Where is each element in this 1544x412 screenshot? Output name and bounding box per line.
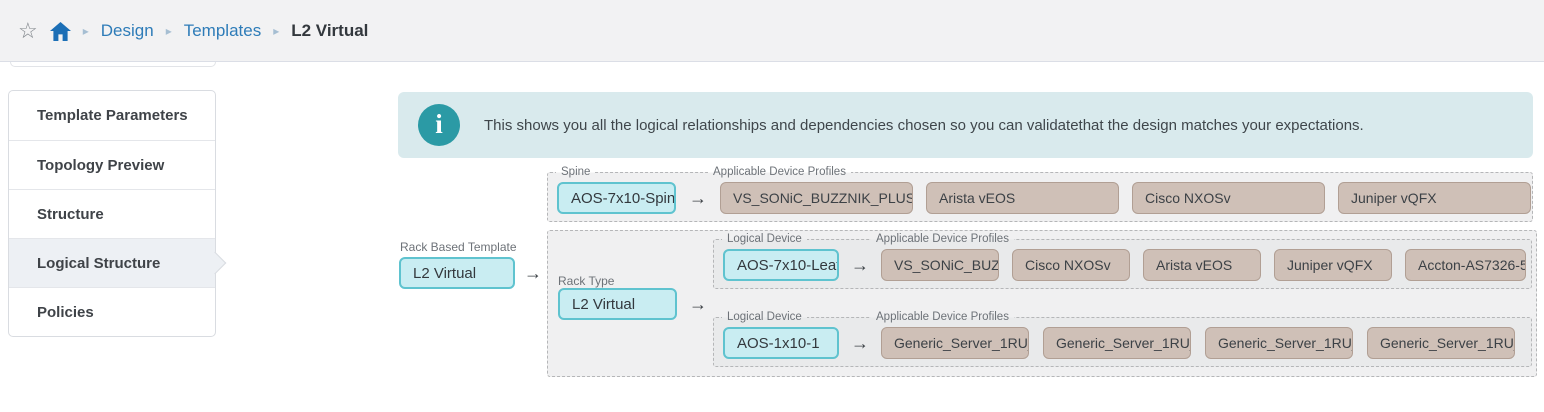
device-profile-chip[interactable]: VS_SONiC_BUZZNIK_PLUS xyxy=(720,182,913,214)
arrow-icon: → xyxy=(689,187,707,208)
arrow-icon: → xyxy=(851,332,869,353)
device-profile-chip[interactable]: Generic_Server_1RU_1x1... xyxy=(881,327,1029,359)
favorite-star-icon[interactable]: ☆ xyxy=(18,18,38,43)
spine-profiles-legend: Applicable Device Profiles xyxy=(708,165,851,180)
breadcrumb-link-templates[interactable]: Templates xyxy=(183,21,262,40)
device-profile-chip[interactable]: Juniper vQFX xyxy=(1338,182,1531,214)
info-banner-text: This shows you all the logical relations… xyxy=(484,116,1364,134)
info-banner: i This shows you all the logical relatio… xyxy=(398,92,1533,158)
spine-legend: Spine xyxy=(556,165,596,180)
logical-device-row: Logical Device Applicable Device Profile… xyxy=(713,310,1532,367)
home-icon[interactable] xyxy=(49,21,71,41)
sidebar-item-policies[interactable]: Policies xyxy=(9,287,215,336)
device-profile-chip[interactable]: Generic_Server_1RU_1x1... xyxy=(1043,327,1191,359)
sidebar-item-topology-preview[interactable]: Topology Preview xyxy=(9,140,215,189)
rack-type-label: Rack Type xyxy=(558,274,615,288)
device-profile-chip[interactable]: Accton-AS7326-5... xyxy=(1405,249,1526,281)
device-profile-chip[interactable]: Arista vEOS xyxy=(1143,249,1261,281)
rack-group: Rack Type L2 Virtual → Logical Device Ap… xyxy=(547,230,1537,377)
breadcrumb-separator-icon: ▸ xyxy=(165,24,172,38)
device-profile-chip[interactable]: Cisco NXOSv xyxy=(1132,182,1325,214)
spine-group: Spine Applicable Device Profiles AOS-7x1… xyxy=(547,165,1533,222)
sidebar-item-logical-structure[interactable]: Logical Structure xyxy=(9,238,215,287)
sidebar-item-template-parameters[interactable]: Template Parameters xyxy=(37,107,188,124)
device-profile-chip[interactable]: Juniper vQFX xyxy=(1274,249,1392,281)
top-bar: ☆ ▸ Design ▸ Templates ▸ L2 Virtual xyxy=(0,0,1544,62)
breadcrumb-link-design[interactable]: Design xyxy=(100,21,154,40)
content-card-top-edge xyxy=(10,62,216,67)
device-profile-chip[interactable]: Cisco NXOSv xyxy=(1012,249,1130,281)
rack-type-chip[interactable]: L2 Virtual xyxy=(558,288,677,320)
breadcrumb-separator-icon: ▸ xyxy=(273,24,280,38)
logical-device-chip[interactable]: AOS-7x10-Leaf xyxy=(723,249,839,281)
logical-device-legend: Logical Device xyxy=(722,232,807,247)
breadcrumb-separator-icon: ▸ xyxy=(82,24,89,38)
device-profile-chip[interactable]: Generic_Server_1RU_1x1... xyxy=(1205,327,1353,359)
breadcrumb: ☆ ▸ Design ▸ Templates ▸ L2 Virtual xyxy=(18,0,368,62)
info-icon: i xyxy=(418,104,460,146)
sidebar-item-structure[interactable]: Structure xyxy=(9,189,215,238)
arrow-icon: → xyxy=(524,263,542,283)
logical-device-chip[interactable]: AOS-7x10-Spine xyxy=(557,182,676,214)
device-profile-chip[interactable]: VS_SONiC_BUZZ... xyxy=(881,249,999,281)
arrow-icon: → xyxy=(851,254,869,275)
breadcrumb-current: L2 Virtual xyxy=(291,21,369,40)
profiles-legend: Applicable Device Profiles xyxy=(871,232,1014,247)
arrow-icon: → xyxy=(689,294,707,314)
logical-device-row: Logical Device Applicable Device Profile… xyxy=(713,232,1532,289)
logical-device-chip[interactable]: AOS-1x10-1 xyxy=(723,327,839,359)
logical-device-legend: Logical Device xyxy=(722,310,807,325)
device-profile-chip[interactable]: Arista vEOS xyxy=(926,182,1119,214)
profiles-legend: Applicable Device Profiles xyxy=(871,310,1014,325)
rack-based-template-label: Rack Based Template xyxy=(400,240,517,254)
rack-based-template-chip[interactable]: L2 Virtual xyxy=(399,257,515,289)
section-nav: Template Parameters Topology Preview Str… xyxy=(8,90,216,337)
device-profile-chip[interactable]: Generic_Server_1RU_1x1... xyxy=(1367,327,1515,359)
